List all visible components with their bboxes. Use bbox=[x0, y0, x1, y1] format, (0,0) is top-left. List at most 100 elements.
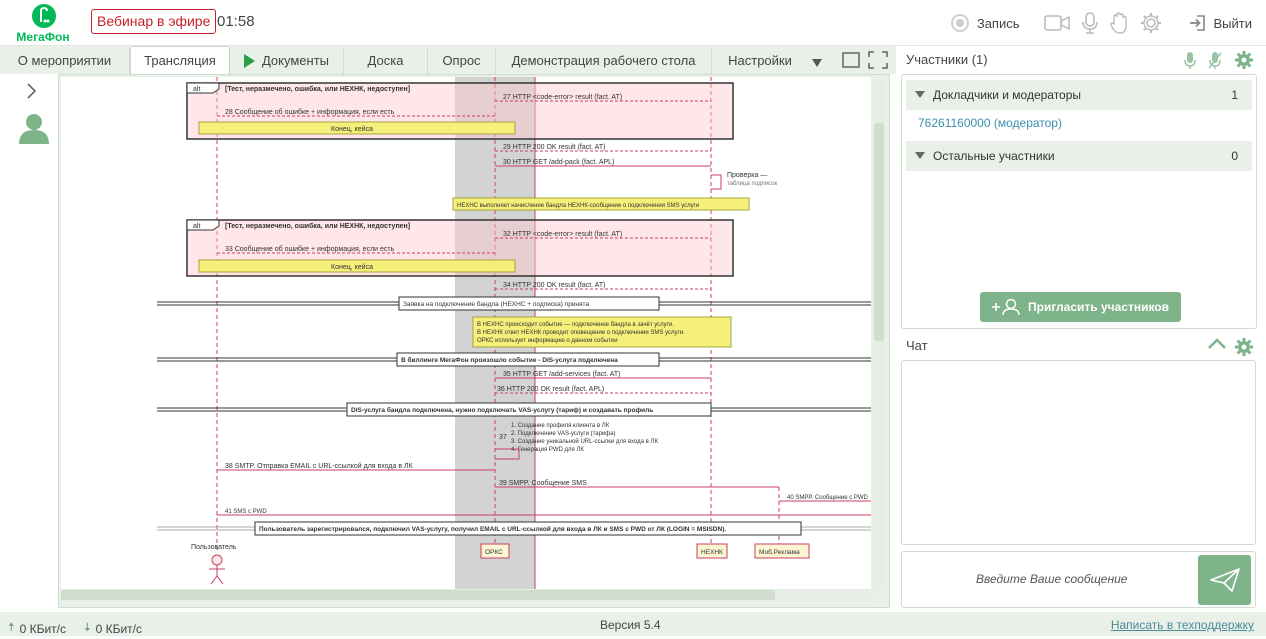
tab-desktop-demo[interactable]: Демонстрация рабочего стола bbox=[496, 48, 712, 74]
megafon-logo[interactable]: МегаФон bbox=[8, 2, 78, 44]
note-end-2 bbox=[198, 259, 516, 273]
broadcast-stage: alt [Тест, неразмечено, ошибка, или НЕХН… bbox=[58, 74, 890, 608]
msg-29: 29 HTTP 200 OK result (fact. AT) bbox=[503, 144, 605, 151]
note-end-1 bbox=[198, 121, 516, 135]
top-bar: МегаФон Вебинар в эфире 01:58 Запись Вый… bbox=[0, 0, 1266, 46]
window-mode-icon[interactable] bbox=[842, 52, 860, 73]
download-speed-value: 0 КБит/с bbox=[95, 621, 142, 636]
broadcast-timer: 01:58 bbox=[217, 13, 255, 30]
record-button[interactable]: Запись bbox=[950, 14, 1020, 32]
tab-board[interactable]: Доска bbox=[344, 48, 428, 74]
alt-tag-1 bbox=[186, 82, 220, 94]
play-icon bbox=[243, 53, 255, 68]
exit-button[interactable]: Выйти bbox=[1188, 14, 1252, 32]
tab-documents-label: Документы bbox=[261, 53, 329, 68]
msg-40: 40 SMPP. Сообщение с PWD bbox=[787, 495, 869, 501]
tabs-bar: О мероприятии Трансляция Документы Доска… bbox=[0, 46, 896, 75]
divider-3: DIS-услуга бандла подключена, нужно подк… bbox=[351, 406, 653, 414]
record-label: Запись bbox=[976, 15, 1020, 31]
chat-title: Чат bbox=[906, 338, 928, 353]
slide-horizontal-scroll-thumb[interactable] bbox=[61, 590, 775, 600]
mic-all-icon[interactable] bbox=[1184, 52, 1196, 73]
note-yellow-1 bbox=[452, 197, 750, 211]
add-user-icon bbox=[991, 298, 1020, 316]
actor-orks-label: ОРКС bbox=[485, 549, 503, 556]
send-message-button[interactable] bbox=[1198, 555, 1251, 605]
expand-chevron-icon[interactable] bbox=[27, 83, 37, 104]
download-arrow-icon: 🠇 bbox=[84, 620, 91, 634]
chat-message-input[interactable]: Введите Ваше сообщение bbox=[901, 551, 1256, 608]
note-yellow-2 bbox=[472, 316, 732, 348]
msg-41: 41 SMS с PWD bbox=[225, 509, 267, 515]
divider-4: Пользователь зарегистрировался, подключи… bbox=[259, 525, 726, 533]
collapse-triangle-icon bbox=[915, 90, 925, 98]
presentation-slide: alt [Тест, неразмечено, ошибка, или НЕХН… bbox=[61, 77, 871, 591]
msg-37-1: 1. Создание профиля клиента в ЛК bbox=[511, 423, 610, 429]
upload-speed: 🠅 0 КБит/с bbox=[8, 618, 66, 639]
alt-title-2: [Тест, неразмечено, ошибка, или НЕХНК, н… bbox=[225, 222, 410, 230]
tab-poll[interactable]: Опрос bbox=[428, 48, 496, 74]
tab-broadcast[interactable]: Трансляция bbox=[130, 46, 230, 75]
slide-vertical-scroll-thumb[interactable] bbox=[874, 123, 884, 341]
support-link[interactable]: Написать в техподдержку bbox=[1110, 618, 1254, 632]
app-version: Версия 5.4 bbox=[600, 618, 661, 632]
note-end-1-text: Конец, кейса bbox=[331, 125, 373, 133]
msg-37-3: 3. Создание уникальной URL-ссылки для вх… bbox=[511, 438, 658, 445]
note-yellow-2c: ОРКС использует информацию о данном собы… bbox=[477, 338, 618, 344]
tab-documents[interactable]: Документы bbox=[230, 48, 344, 74]
camera-icon[interactable] bbox=[1043, 14, 1070, 32]
group-other-participants[interactable]: Остальные участники 0 bbox=[906, 141, 1252, 171]
tab-settings[interactable]: Настройки bbox=[728, 53, 792, 68]
participants-settings-gear-icon[interactable] bbox=[1235, 51, 1253, 72]
note-yellow-1-text: НЕХНС выполняет начисление бандла НЕХНК-… bbox=[457, 203, 699, 209]
chat-settings-gear-icon[interactable] bbox=[1235, 338, 1253, 359]
msg-33: 33 Сообщение об ошибке + информация, есл… bbox=[225, 245, 395, 253]
msg-38: 38 SMTP. Отправка EMAIL с URL-ссылкой дл… bbox=[225, 462, 414, 470]
actor-user-label: Пользователь bbox=[191, 544, 237, 551]
exit-icon bbox=[1189, 15, 1205, 31]
upload-arrow-icon: 🠅 bbox=[8, 620, 15, 634]
raise-hand-icon[interactable] bbox=[1109, 12, 1128, 34]
collapse-triangle-icon bbox=[915, 151, 925, 159]
group-2-count: 0 bbox=[1231, 149, 1238, 163]
microphone-icon[interactable] bbox=[1081, 12, 1098, 34]
slide-vertical-scrollbar[interactable] bbox=[873, 77, 885, 591]
group-speakers-moderators[interactable]: Докладчики и модераторы 1 bbox=[906, 80, 1252, 110]
divider-1: Заявка на подключение бандла (НЕХНС + по… bbox=[403, 300, 589, 308]
slide-horizontal-scrollbar[interactable] bbox=[61, 589, 871, 601]
msg-37-num: 37 bbox=[499, 434, 507, 441]
upload-speed-value: 0 КБит/с bbox=[19, 621, 66, 636]
actor-mob-box bbox=[754, 543, 810, 559]
logo-wordmark: МегаФон bbox=[16, 30, 69, 44]
invite-label: Пригласить участников bbox=[1027, 300, 1169, 314]
chat-collapse-chevron-icon[interactable] bbox=[1208, 338, 1226, 353]
mute-all-icon[interactable] bbox=[1208, 52, 1222, 73]
group-1-label: Докладчики и модераторы bbox=[933, 88, 1082, 102]
msg-37-4: 4. Генерация PWD для ЛК bbox=[511, 447, 584, 453]
divider-1-box bbox=[398, 296, 660, 311]
left-strip bbox=[0, 74, 58, 608]
msg-36: 36 HTTP 200 OK result (fact. APL) bbox=[497, 386, 604, 393]
alt-title-1: [Тест, неразмечено, ошибка, или НЕХНК, н… bbox=[225, 85, 410, 93]
msg-31a: Проверка — bbox=[727, 172, 767, 179]
paper-plane-icon bbox=[1209, 568, 1240, 592]
tabs-dropdown-icon[interactable] bbox=[812, 58, 822, 67]
status-bar: 🠅 0 КБит/с 🠇 0 КБит/с Версия 5.4 Написать … bbox=[0, 612, 1266, 636]
settings-gear-icon[interactable] bbox=[1140, 12, 1162, 34]
msg-27: 27 HTTP <code-error> result (fact. AT) bbox=[503, 94, 622, 101]
msg-39: 39 SMPP. Сообщение SMS bbox=[499, 479, 587, 487]
participants-header: Участники (1) bbox=[906, 51, 1256, 73]
group-2-label: Остальные участники bbox=[933, 149, 1055, 163]
msg-37-2: 2. Подключение VAS-услуги (тарифа) bbox=[511, 431, 616, 437]
participant-moderator[interactable]: 76261160000 (модератор) bbox=[918, 116, 1062, 130]
tab-about-event[interactable]: О мероприятии bbox=[0, 48, 130, 74]
chat-input-placeholder: Введите Ваше сообщение bbox=[976, 572, 1128, 586]
msg-30: 30 HTTP GET /add-pack (fact. APL) bbox=[503, 159, 614, 166]
participants-title: Участники (1) bbox=[906, 52, 988, 67]
actor-user-figure bbox=[209, 554, 225, 585]
group-1-count: 1 bbox=[1231, 88, 1238, 102]
actor-orks-box bbox=[480, 543, 510, 559]
chat-messages-area[interactable] bbox=[901, 360, 1256, 545]
invite-participants-button[interactable]: Пригласить участников bbox=[980, 292, 1181, 322]
fullscreen-icon[interactable] bbox=[868, 51, 888, 74]
